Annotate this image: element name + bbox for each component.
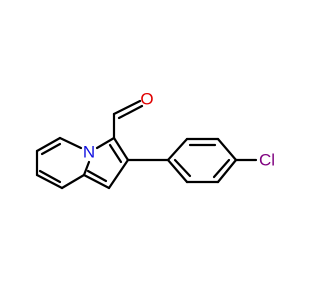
bond-c2-c1 [107, 158, 130, 190]
atom-oxygen-label: O [140, 89, 153, 108]
molecule-canvas: N O Cl [35, 89, 275, 190]
bond-ph6-ph1-double [173, 158, 192, 178]
atom-nitrogen-label: N [83, 142, 95, 161]
bond-c1-c8a [82, 173, 111, 190]
bond-ph3-ph4 [216, 137, 238, 162]
bond-c8-c7-double [38, 169, 62, 184]
bond-c3-c2 [112, 136, 130, 162]
bond-ph6-ph1 [166, 158, 189, 184]
bond-c8-c7 [35, 173, 64, 190]
bond-n-c3 [95, 136, 116, 150]
bond-n-c8a [82, 160, 91, 177]
atom-chlorine-label: Cl [259, 150, 275, 169]
bond-cho-o [112, 99, 142, 116]
bond-c5-n [58, 136, 83, 150]
bond-c1-c8a-double [86, 169, 108, 183]
molecule-structure: N O Cl [35, 89, 275, 190]
bond-cho-o-double [117, 104, 144, 120]
bond-c6-c5-double [40, 142, 62, 156]
bond-ph1-ph2 [166, 137, 189, 162]
bond-ph4-ph5 [216, 158, 238, 184]
bond-c6-c5 [35, 136, 62, 153]
bond-ph4-ph5-double [212, 158, 231, 179]
bond-c3-c2-double [108, 143, 123, 164]
bond-c8a-c8 [60, 173, 86, 190]
